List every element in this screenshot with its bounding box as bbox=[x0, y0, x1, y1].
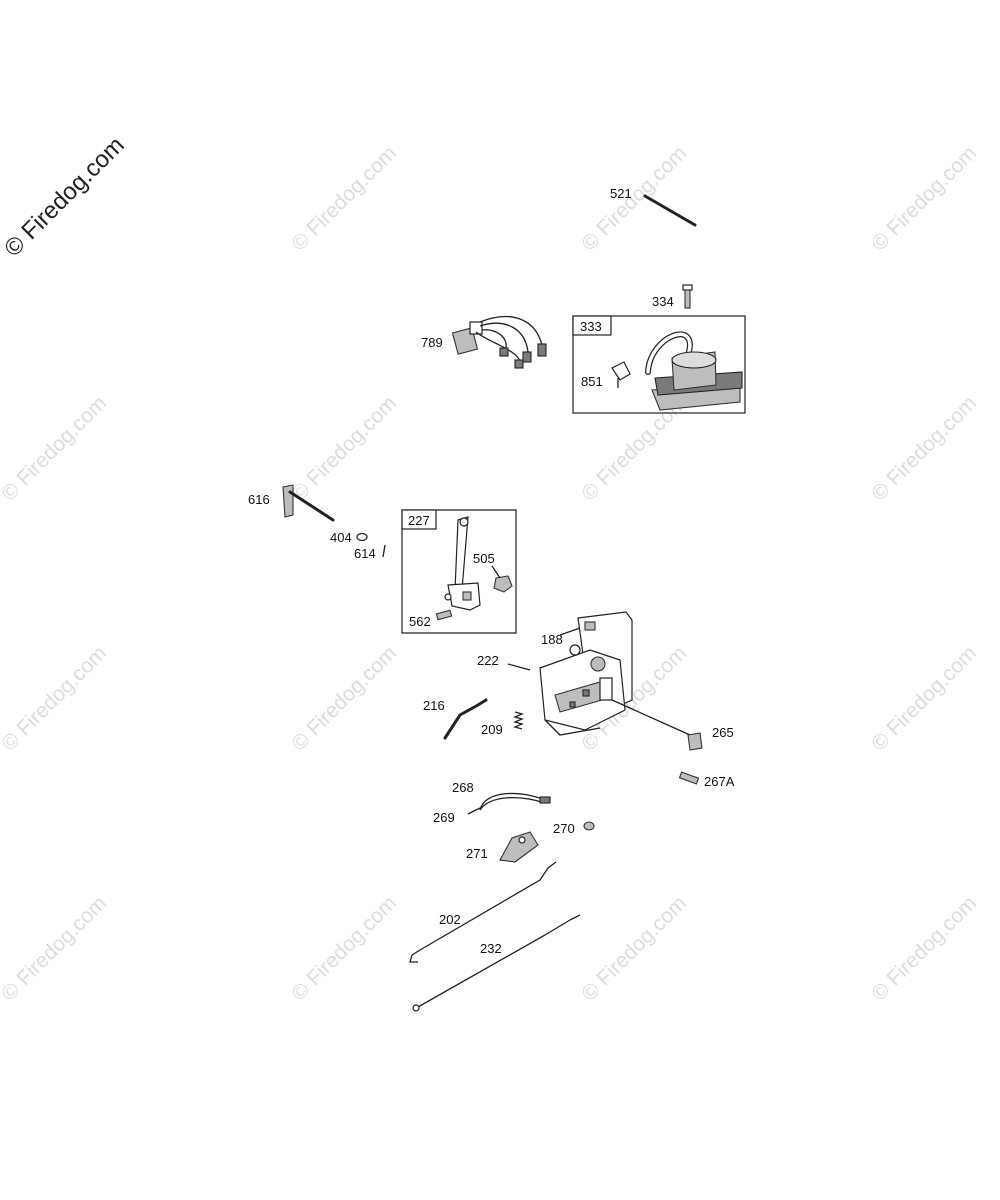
part-270-nut: 270 bbox=[553, 821, 595, 836]
watermark-tile: © Firedog.com bbox=[577, 142, 691, 256]
part-267A-screw: 267A bbox=[678, 771, 735, 789]
part-label-269: 269 bbox=[433, 810, 455, 825]
part-209-spring: 209 bbox=[481, 711, 524, 737]
part-label-333: 333 bbox=[580, 319, 602, 334]
part-label-268: 268 bbox=[452, 780, 474, 795]
part-label-232: 232 bbox=[480, 941, 502, 956]
part-614-pin: 614 bbox=[354, 544, 386, 561]
part-label-202: 202 bbox=[439, 912, 461, 927]
watermark-primary: © Firedog.com bbox=[0, 132, 130, 263]
watermark-tile: © Firedog.com bbox=[577, 892, 691, 1006]
part-label-614: 614 bbox=[354, 546, 376, 561]
watermark-tile: © Firedog.com bbox=[287, 642, 401, 756]
part-227-throttle-lever-kit: 227 505 562 bbox=[401, 509, 517, 634]
part-label-521: 521 bbox=[610, 186, 632, 201]
part-271-control-lever: 271 bbox=[466, 831, 539, 863]
callout-box-333 bbox=[572, 315, 746, 414]
part-label-227: 227 bbox=[408, 513, 430, 528]
part-label-562: 562 bbox=[409, 614, 431, 629]
watermark-tile: © Firedog.com bbox=[867, 142, 981, 256]
part-333-ignition-coil: 333 851 bbox=[572, 315, 746, 414]
watermark-tile: © Firedog.com bbox=[0, 892, 111, 1006]
watermark-tile: © Firedog.com bbox=[867, 392, 981, 506]
part-label-216: 216 bbox=[423, 698, 445, 713]
watermark-tile: © Firedog.com bbox=[287, 392, 401, 506]
callout-box-227 bbox=[401, 509, 517, 634]
watermark-layer: © Firedog.com © Firedog.com © Firedog.co… bbox=[0, 132, 981, 1006]
part-label-265: 265 bbox=[712, 725, 734, 740]
part-label-209: 209 bbox=[481, 722, 503, 737]
watermark-tile: © Firedog.com bbox=[287, 892, 401, 1006]
part-label-789: 789 bbox=[421, 335, 443, 350]
watermark-tile: © Firedog.com bbox=[867, 642, 981, 756]
part-232-spring-link: 232 bbox=[412, 914, 581, 1012]
part-label-616: 616 bbox=[248, 492, 270, 507]
watermark-tile: © Firedog.com bbox=[0, 642, 111, 756]
watermark-tile: © Firedog.com bbox=[287, 142, 401, 256]
part-202-governor-rod: 202 bbox=[409, 861, 557, 963]
part-label-334: 334 bbox=[652, 294, 674, 309]
part-label-267A: 267A bbox=[704, 774, 735, 789]
part-label-270: 270 bbox=[553, 821, 575, 836]
part-521-rod: 521 bbox=[610, 186, 697, 227]
part-label-222: 222 bbox=[477, 653, 499, 668]
part-216-link: 216 bbox=[423, 698, 488, 740]
part-label-188: 188 bbox=[541, 632, 563, 647]
part-334-bolt: 334 bbox=[652, 284, 693, 309]
watermark-tile: © Firedog.com bbox=[867, 892, 981, 1006]
part-label-505: 505 bbox=[473, 551, 495, 566]
part-label-404: 404 bbox=[330, 530, 352, 545]
watermark-tile: © Firedog.com bbox=[0, 392, 111, 506]
part-222-control-bracket: 188 222 bbox=[477, 611, 691, 736]
part-265-clip: 265 bbox=[687, 725, 734, 751]
part-616-lever: 616 bbox=[248, 484, 335, 522]
part-label-851: 851 bbox=[581, 374, 603, 389]
part-789-wiring-harness: 789 bbox=[421, 315, 547, 369]
part-label-271: 271 bbox=[466, 846, 488, 861]
part-404-washer: 404 bbox=[330, 530, 368, 545]
part-268-cable: 268 269 bbox=[433, 780, 551, 825]
